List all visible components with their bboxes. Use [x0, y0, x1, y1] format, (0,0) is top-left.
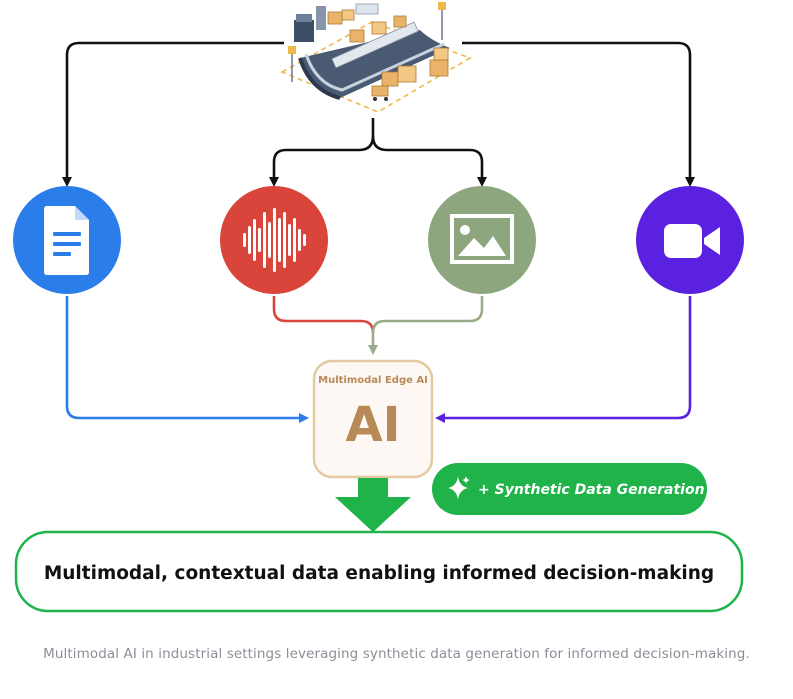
figure-caption: Multimodal AI in industrial settings lev…: [43, 646, 750, 662]
image-icon: [450, 214, 514, 264]
ai-box-subtitle: Multimodal Edge AI: [318, 375, 428, 386]
video-camera-icon: [664, 224, 720, 258]
source-connectors: [62, 41, 695, 187]
document-icon: [44, 206, 89, 275]
synthetic-data-label: + Synthetic Data Generation: [478, 482, 705, 498]
result-box: Multimodal, contextual data enabling inf…: [14, 530, 744, 613]
factory-conveyor-illustration: [280, 2, 472, 113]
audio-waveform-icon: [243, 208, 306, 272]
modality-document: [13, 186, 121, 294]
modality-video: [636, 186, 744, 294]
synthetic-data-badge: + Synthetic Data Generation: [432, 463, 707, 515]
result-label: Multimodal, contextual data enabling inf…: [44, 563, 714, 584]
modality-image: [428, 186, 536, 294]
sparkle-icon: [448, 476, 470, 500]
output-arrow: [335, 478, 411, 532]
modality-to-ai-connectors: [65, 296, 692, 423]
ai-box-label: AI: [345, 397, 400, 453]
modality-audio: [220, 186, 328, 294]
multimodal-edge-ai-box: Multimodal Edge AI AI: [312, 359, 434, 479]
